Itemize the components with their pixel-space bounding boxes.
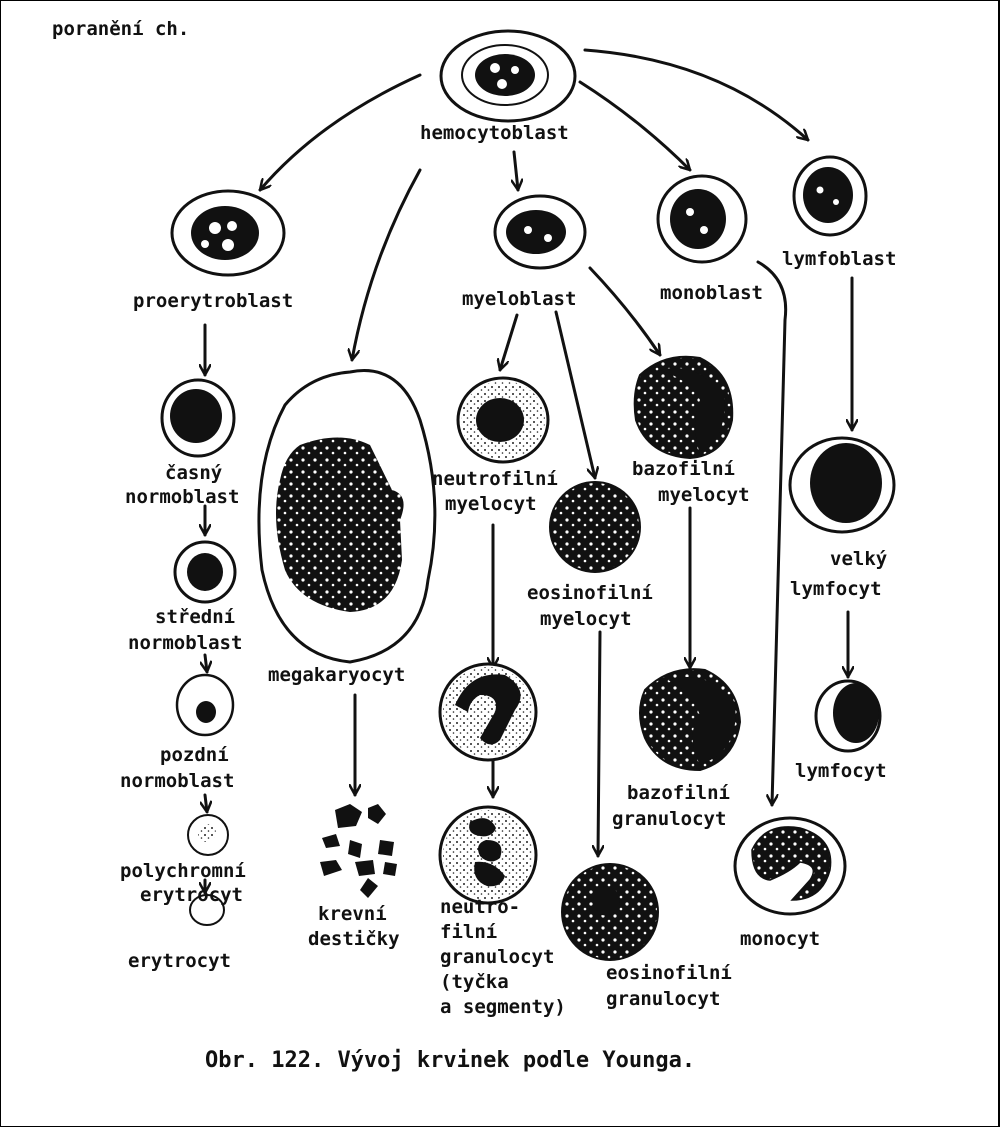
label-myelocyt-b: myelocyt — [658, 484, 750, 506]
label-polychromni: polychromní — [120, 860, 246, 882]
label-neutrofilni: neutrofilní — [432, 468, 558, 490]
arrow-stredni-pozdni — [205, 653, 207, 672]
label-bazofilni: bazofilní — [632, 458, 735, 480]
megakaryocyt-cell — [257, 369, 437, 664]
label-bazofilni2: bazofilní — [627, 782, 730, 804]
arrow-myelo-neutro — [500, 313, 519, 370]
eosinofilni-granulocyt-cell — [561, 863, 659, 961]
pozdni-normoblast-cell — [175, 673, 235, 737]
eosinofilni-myelocyt-cell — [549, 481, 641, 573]
arrow-hemo-monoblast — [578, 80, 690, 170]
label-filni: filní — [440, 921, 498, 943]
label-granulocyt-n: granulocyt — [440, 946, 555, 968]
arrow-myelo-eosino — [554, 310, 595, 478]
label-neutro: neutro- — [440, 896, 521, 918]
bazofilni-myelocyt-cell — [633, 355, 734, 460]
label-hemocytoblast: hemocytoblast — [420, 122, 569, 144]
label-myelocyt-n: myelocyt — [445, 493, 537, 515]
label-myeloblast: myeloblast — [462, 288, 577, 310]
arrow-hemo-lymfoblast — [583, 48, 808, 140]
label-normoblast2: normoblast — [128, 632, 243, 654]
label-tycka: (tyčka — [440, 971, 509, 993]
arrow-hemo-megakaryocyt — [352, 168, 422, 360]
stredni-normoblast-cell — [173, 540, 237, 604]
label-krevni: krevní — [318, 903, 387, 925]
label-lymfocyt: lymfocyt — [795, 760, 887, 782]
casny-normoblast-cell — [160, 378, 236, 458]
arrow-hemo-myeloblast — [514, 150, 518, 190]
label-segmenty: a segmenty) — [440, 996, 566, 1018]
monocyt-cell — [733, 816, 847, 916]
label-myelocyt-e: myelocyt — [540, 608, 632, 630]
erytrocyt-cell — [189, 894, 225, 926]
arrow-pozdni-poly — [205, 793, 207, 812]
lymfocyt-cell — [814, 679, 882, 753]
label-eosinofilni2: eosinofilní — [606, 962, 732, 984]
arrow-monoblast-monocyt — [756, 260, 788, 807]
platelets-cluster — [320, 804, 397, 898]
neutrofilni-segment-cell — [438, 805, 538, 905]
label-eosinofilni: eosinofilní — [527, 582, 653, 604]
label-lymfocyt-v: lymfocyt — [790, 578, 882, 600]
arrow-myelo-bazo — [588, 266, 662, 355]
arrow-hemo-proerytro — [260, 73, 422, 190]
label-granulocyt-b: granulocyt — [612, 808, 727, 830]
lymfoblast-cell — [792, 155, 868, 237]
figure-caption: Obr. 122. Vývoj krvinek podle Younga. — [205, 1048, 696, 1073]
neutrofilni-myelocyt-cell — [456, 376, 550, 464]
label-lymfoblast: lymfoblast — [782, 248, 897, 270]
label-granulocyt-e: granulocyt — [606, 988, 721, 1010]
monoblast-cell — [656, 174, 748, 264]
label-stredni: střední — [155, 606, 236, 628]
label-monocyt: monocyt — [740, 928, 821, 950]
label-pozdni: pozdní — [160, 744, 229, 766]
label-erytrocyt: erytrocyt — [128, 950, 231, 972]
polychromni-cell — [187, 814, 229, 856]
label-erytrocyt-poly: erytrocyt — [140, 884, 243, 906]
label-desticky: destičky — [308, 928, 400, 950]
label-normoblast3: normoblast — [120, 770, 235, 792]
bazofilni-granulocyt-cell — [639, 668, 742, 772]
arrow-eosmyel-eosgran — [598, 630, 600, 858]
velky-lymfocyt-cell — [788, 436, 896, 534]
proerytroblast-cell — [170, 189, 286, 277]
neutrofilni-tycka-cell — [438, 662, 538, 762]
label-megakaryocyt: megakaryocyt — [268, 664, 406, 686]
label-proerytroblast: proerytroblast — [133, 290, 294, 312]
label-normoblast1: normoblast — [125, 486, 240, 508]
label-monoblast: monoblast — [660, 282, 763, 304]
label-casny: časný — [165, 462, 223, 484]
top-text: poranění ch. — [52, 18, 190, 40]
myeloblast-cell — [493, 194, 587, 270]
hemocytoblast-cell — [439, 29, 577, 123]
label-velky: velký — [830, 548, 888, 570]
